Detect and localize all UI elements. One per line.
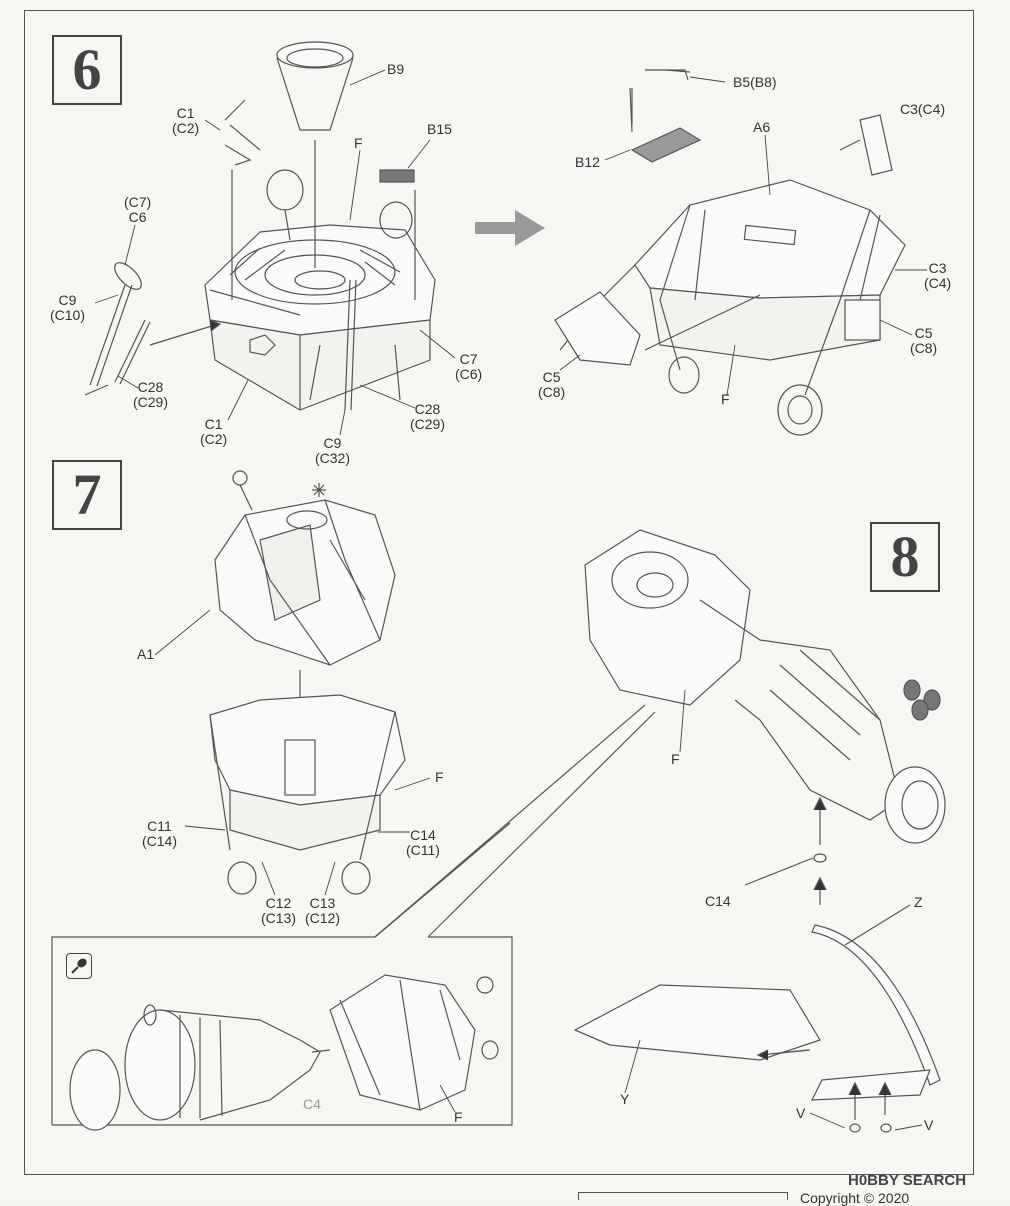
label-c3-right: C3(C4) [924, 261, 951, 291]
paint-brush-icon [66, 953, 92, 979]
label-v-right: V [924, 1117, 934, 1133]
label-c6-alt: (C7) [124, 194, 152, 210]
label-c5-right: C5(C8) [910, 326, 937, 356]
copyright-text: Copyright © 2020 [800, 1190, 910, 1206]
label-f-step7: F [435, 769, 444, 785]
label-c1-bottom-part: C1 [204, 416, 223, 432]
label-b5: B5(B8) [733, 74, 777, 90]
label-f-step6: F [354, 135, 363, 151]
footer-bar [578, 1192, 788, 1200]
label-c3-right-part: C3 [928, 260, 947, 276]
step-7-box: 7 [52, 460, 122, 530]
label-c11-alt: (C14) [142, 833, 178, 849]
label-c3-right-alt: (C4) [924, 275, 952, 291]
label-c12-alt: (C13) [261, 910, 297, 926]
label-b15: B15 [427, 121, 452, 137]
label-c9-left: C9(C10) [50, 293, 85, 323]
label-c13-part: C13 [309, 895, 336, 911]
label-b9: B9 [387, 61, 405, 77]
step7-drawing [209, 470, 406, 895]
label-y: Y [620, 1091, 630, 1107]
label-c5-left-part: C5 [542, 369, 561, 385]
inset-drawing [51, 704, 656, 1131]
label-c7: C7(C6) [455, 352, 482, 382]
step6-transition-arrow [475, 210, 545, 246]
label-c3-top: C3(C4) [900, 101, 946, 117]
label-c1-top-alt: (C2) [172, 120, 200, 136]
step6-result-drawing [554, 69, 906, 436]
label-c28-right-part: C28 [414, 401, 441, 417]
step6-descent-stage-drawing [84, 41, 436, 411]
label-c28-left-alt: (C29) [133, 394, 169, 410]
label-c13-alt: (C12) [305, 910, 341, 926]
label-c1-bottom-alt: (C2) [200, 431, 228, 447]
label-c11: C11(C14) [142, 819, 177, 849]
label-c6-part: C6 [128, 209, 147, 225]
label-f-step8: F [671, 751, 680, 767]
label-c12: C12(C13) [261, 896, 296, 926]
label-b12: B12 [575, 154, 600, 170]
label-c14-step7-alt: (C11) [406, 842, 440, 858]
label-c13: C13(C12) [305, 896, 340, 926]
label-c11-part: C11 [147, 818, 172, 834]
label-c12-part: C12 [265, 895, 292, 911]
label-c9-bottom: C9(C32) [315, 436, 350, 466]
label-c6: (C7)C6 [124, 195, 151, 225]
label-f-inset: F [454, 1109, 463, 1125]
page-frame [24, 10, 974, 1175]
label-c28-left-part: C28 [137, 379, 164, 395]
label-v-left: V [796, 1105, 806, 1121]
label-c5-right-part: C5 [914, 325, 933, 341]
label-c4-inset: C4 [303, 1096, 321, 1112]
label-c14-step7-part: C14 [410, 827, 436, 843]
label-c7-part: C7 [459, 351, 478, 367]
hobby-search-watermark: H0BBY SEARCH [848, 1172, 967, 1189]
label-c14-step7: C14(C11) [406, 828, 440, 858]
label-c9-bottom-part: C9 [323, 435, 342, 451]
label-c1-top-part: C1 [176, 105, 195, 121]
label-c5-left: C5(C8) [538, 370, 565, 400]
label-c1-top: C1(C2) [172, 106, 199, 136]
label-c5-right-alt: (C8) [910, 340, 938, 356]
step-6-box: 6 [52, 35, 122, 105]
step-7-number: 7 [72, 462, 102, 527]
label-z: Z [914, 894, 923, 910]
label-c28-right: C28(C29) [410, 402, 445, 432]
step-8-box: 8 [870, 522, 940, 592]
label-a1: A1 [137, 646, 155, 662]
label-c5-left-alt: (C8) [538, 384, 566, 400]
label-c28-left: C28(C29) [133, 380, 168, 410]
step8-drawing [573, 529, 946, 1133]
label-c9-left-part: C9 [58, 292, 77, 308]
step-6-number: 6 [72, 37, 102, 102]
label-c1-bottom: C1(C2) [200, 417, 227, 447]
label-c9-left-alt: (C10) [50, 307, 86, 323]
label-c9-bottom-alt: (C32) [315, 450, 351, 466]
label-a6: A6 [753, 119, 771, 135]
step-8-number: 8 [890, 524, 920, 589]
label-c28-right-alt: (C29) [410, 416, 446, 432]
label-f-result: F [721, 391, 730, 407]
label-leader-lines [94, 69, 927, 1131]
label-c7-alt: (C6) [455, 366, 483, 382]
label-c14-step8: C14 [705, 893, 731, 909]
